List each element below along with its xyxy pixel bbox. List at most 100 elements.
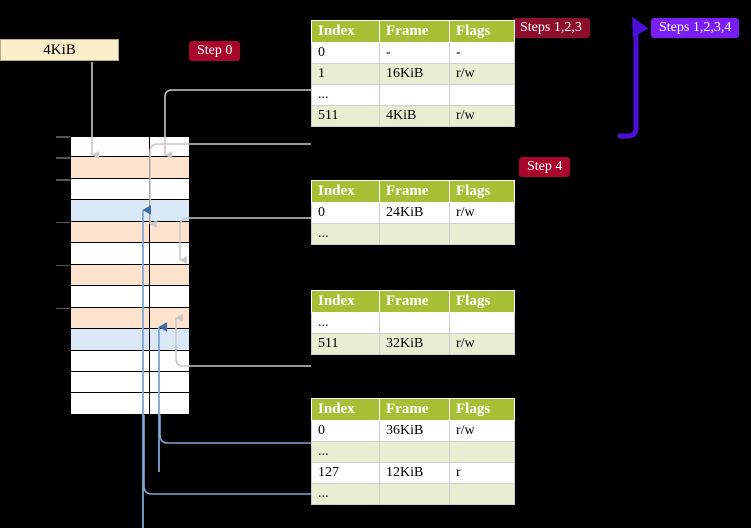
table-row: ... bbox=[311, 223, 515, 245]
badge-steps-1-2-3-4: Steps 1,2,3,4 bbox=[651, 18, 740, 38]
connector-table3-row127 bbox=[143, 415, 311, 495]
connector-table3-row0 bbox=[159, 415, 311, 444]
memory-row bbox=[70, 286, 190, 308]
table-cell: 32KiB bbox=[379, 333, 450, 355]
table-cell: 0 bbox=[311, 420, 380, 442]
table-row: ... bbox=[311, 483, 515, 505]
table-cell: ... bbox=[311, 312, 380, 334]
memory-size-label: 4KiB bbox=[43, 41, 76, 58]
table-header-flags: Flags bbox=[449, 398, 515, 421]
table-cell bbox=[379, 441, 450, 463]
table-cell: 12KiB bbox=[379, 462, 450, 484]
table-cell bbox=[379, 312, 450, 334]
table-row: ... bbox=[311, 312, 515, 334]
table-header-index: Index bbox=[311, 180, 380, 203]
connector-table2-row511 bbox=[175, 314, 311, 367]
table-cell bbox=[379, 223, 450, 245]
memory-row bbox=[70, 221, 190, 244]
table-cell bbox=[449, 312, 515, 334]
table-cell: 36KiB bbox=[379, 420, 450, 442]
memory-row bbox=[70, 371, 190, 394]
table-cell: ... bbox=[311, 441, 380, 463]
memory-tick bbox=[56, 264, 70, 267]
table-cell: 24KiB bbox=[379, 202, 450, 224]
table-cell: ... bbox=[311, 483, 380, 505]
memory-column bbox=[70, 136, 190, 415]
table-row: 0-- bbox=[311, 42, 515, 64]
connector-table1-row0 bbox=[179, 217, 311, 264]
table-cell: r/w bbox=[449, 63, 515, 85]
table-header-frame: Frame bbox=[379, 20, 450, 43]
table-header-frame: Frame bbox=[379, 398, 450, 421]
table-cell: 0 bbox=[311, 42, 380, 64]
table-header-flags: Flags bbox=[449, 20, 515, 43]
badge-step-4: Step 4 bbox=[519, 157, 571, 177]
table-header-index: Index bbox=[311, 290, 380, 313]
table-header-frame: Frame bbox=[379, 180, 450, 203]
memory-row bbox=[70, 264, 190, 287]
table-cell bbox=[449, 441, 515, 463]
memory-row bbox=[70, 307, 190, 330]
table-cell: 511 bbox=[311, 105, 380, 127]
table-cell bbox=[449, 223, 515, 245]
memory-row bbox=[70, 243, 190, 265]
table-cell bbox=[449, 483, 515, 505]
table-cell: 511 bbox=[311, 333, 380, 355]
memory-size-box: 4KiB bbox=[0, 39, 119, 61]
table-header-frame: Frame bbox=[379, 290, 450, 313]
memory-tick bbox=[56, 221, 70, 224]
badge-steps-1-2-3: Steps 1,2,3 bbox=[512, 18, 590, 38]
table-cell: r/w bbox=[449, 420, 515, 442]
table-cell: 0 bbox=[311, 202, 380, 224]
table-cell: r bbox=[449, 462, 515, 484]
memory-row bbox=[70, 393, 190, 415]
table-header-index: Index bbox=[311, 20, 380, 43]
bracket-arrow-steps bbox=[617, 16, 649, 139]
memory-row bbox=[70, 178, 190, 201]
table-cell: ... bbox=[311, 84, 380, 106]
table-cell: 127 bbox=[311, 462, 380, 484]
table-header-flags: Flags bbox=[449, 180, 515, 203]
memory-tick bbox=[56, 178, 70, 181]
memory-tick bbox=[56, 157, 70, 160]
memory-row bbox=[70, 200, 190, 222]
table-cell: r/w bbox=[449, 333, 515, 355]
table-cell: r/w bbox=[449, 202, 515, 224]
table-header-flags: Flags bbox=[449, 290, 515, 313]
table-cell bbox=[379, 84, 450, 106]
table-cell: - bbox=[379, 42, 450, 64]
table-cell: - bbox=[449, 42, 515, 64]
memory-tick bbox=[56, 136, 70, 138]
memory-column-divider bbox=[149, 136, 151, 415]
badge-step-0: Step 0 bbox=[189, 41, 241, 61]
table-cell: 16KiB bbox=[379, 63, 450, 85]
table-cell bbox=[449, 84, 515, 106]
table-cell: ... bbox=[311, 223, 380, 245]
table-cell: 1 bbox=[311, 63, 380, 85]
table-cell bbox=[379, 483, 450, 505]
memory-row bbox=[70, 136, 190, 158]
table-cell: r/w bbox=[449, 105, 515, 127]
memory-tick bbox=[56, 307, 70, 310]
memory-row bbox=[70, 350, 190, 372]
table-row: ... bbox=[311, 84, 515, 106]
table-row: ... bbox=[311, 441, 515, 463]
memory-row bbox=[70, 157, 190, 179]
table-cell: 4KiB bbox=[379, 105, 450, 127]
memory-row bbox=[70, 329, 190, 351]
table-header-index: Index bbox=[311, 398, 380, 421]
